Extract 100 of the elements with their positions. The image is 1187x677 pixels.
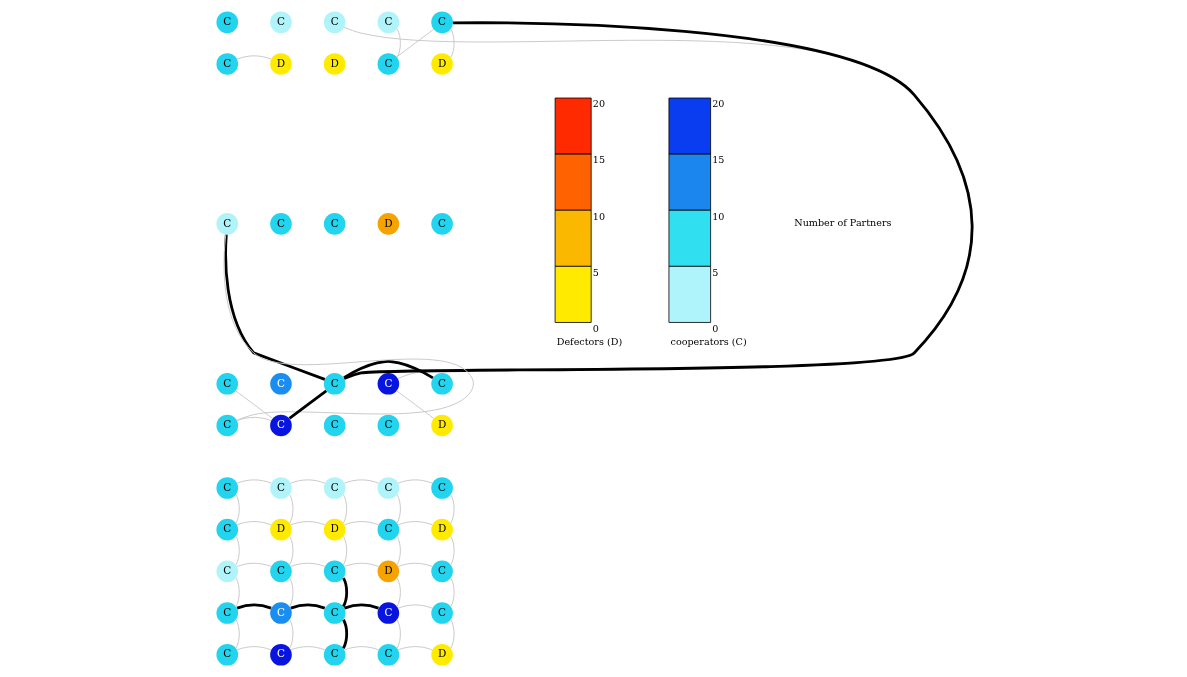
node-circle: C bbox=[430, 11, 453, 34]
connector bbox=[289, 521, 325, 526]
connector bbox=[342, 494, 347, 524]
node-circle: C bbox=[377, 414, 399, 437]
node-circle: C bbox=[377, 53, 399, 75]
node-circle: C bbox=[215, 372, 238, 395]
node-circle: C bbox=[430, 213, 453, 235]
label: Number of Partners bbox=[793, 217, 891, 229]
node-circle: C bbox=[377, 643, 399, 666]
connector bbox=[236, 416, 271, 422]
connector bbox=[234, 619, 240, 649]
label: 10 bbox=[711, 210, 724, 222]
node-circle: C bbox=[269, 372, 292, 395]
connector bbox=[236, 55, 271, 60]
connector bbox=[397, 646, 433, 651]
label: Defectors (D) bbox=[556, 336, 622, 348]
connector bbox=[397, 521, 433, 526]
node-circle: C bbox=[269, 643, 292, 666]
node-circle: C bbox=[215, 518, 238, 541]
node-circle: C bbox=[430, 560, 453, 583]
node-circle: C bbox=[377, 518, 399, 541]
connector bbox=[342, 359, 434, 380]
connector bbox=[449, 619, 455, 649]
connector bbox=[449, 28, 455, 58]
node-circle: C bbox=[215, 560, 238, 583]
connector bbox=[288, 389, 327, 420]
connector bbox=[288, 619, 293, 649]
connector bbox=[396, 535, 401, 566]
connector bbox=[341, 577, 348, 608]
node-circle: C bbox=[269, 414, 292, 437]
connector bbox=[343, 646, 379, 651]
node-circle: C bbox=[323, 643, 345, 666]
connector bbox=[395, 28, 434, 58]
node-circle: C bbox=[323, 477, 345, 499]
node-circle: C bbox=[215, 53, 238, 75]
node-circle: D bbox=[269, 53, 292, 75]
label: 5 bbox=[711, 266, 718, 278]
connector bbox=[343, 521, 379, 526]
connector bbox=[396, 619, 401, 649]
connector bbox=[343, 562, 379, 567]
node-circle: D bbox=[430, 643, 453, 666]
connector bbox=[288, 494, 293, 524]
connector bbox=[289, 646, 325, 651]
node-circle: C bbox=[215, 11, 238, 34]
node-circle: C bbox=[323, 372, 345, 395]
node-circle: C bbox=[430, 477, 453, 499]
label: 15 bbox=[711, 154, 724, 166]
node-circle: C bbox=[323, 213, 345, 235]
connector bbox=[236, 479, 271, 484]
node-circle: D bbox=[377, 213, 399, 235]
label: 0 bbox=[592, 322, 599, 334]
connector bbox=[234, 577, 240, 608]
label: 20 bbox=[711, 98, 724, 110]
connector bbox=[396, 577, 401, 608]
node-circle: C bbox=[323, 602, 345, 624]
connector bbox=[236, 603, 271, 610]
connector bbox=[397, 479, 433, 484]
node-circle: C bbox=[323, 414, 345, 437]
node-circle: D bbox=[430, 414, 453, 437]
connector bbox=[289, 479, 325, 484]
connector bbox=[449, 577, 455, 608]
connector bbox=[396, 494, 401, 524]
connector bbox=[395, 390, 434, 419]
connector bbox=[288, 577, 293, 608]
node-circle: C bbox=[215, 643, 238, 666]
label: cooperators (C) bbox=[670, 336, 747, 348]
connector bbox=[236, 646, 271, 651]
connector bbox=[236, 562, 271, 567]
node-circle: C bbox=[269, 560, 292, 583]
node-circle: D bbox=[269, 518, 292, 541]
node-circle: D bbox=[323, 53, 345, 75]
label: 20 bbox=[592, 98, 605, 110]
node-circle: C bbox=[215, 414, 238, 437]
node-circle: C bbox=[377, 477, 399, 499]
label: 5 bbox=[592, 266, 599, 278]
node-circle: C bbox=[215, 213, 238, 235]
node-circle: C bbox=[323, 560, 345, 583]
connector bbox=[223, 234, 474, 421]
node-circle: C bbox=[269, 213, 292, 235]
connector bbox=[397, 604, 433, 609]
connector bbox=[288, 535, 293, 566]
connector bbox=[289, 603, 325, 610]
connector bbox=[289, 562, 325, 567]
connector bbox=[397, 562, 433, 567]
connector bbox=[343, 603, 379, 610]
connector bbox=[449, 535, 455, 566]
connector bbox=[342, 535, 347, 566]
connector bbox=[449, 494, 455, 524]
connector bbox=[234, 390, 273, 419]
node-circle: D bbox=[430, 518, 453, 541]
connector bbox=[236, 521, 271, 526]
label: 0 bbox=[711, 322, 718, 334]
node-circle: C bbox=[430, 602, 453, 624]
connector bbox=[396, 28, 401, 58]
node-circle: D bbox=[323, 518, 345, 541]
node-circle: C bbox=[377, 11, 399, 34]
connector bbox=[234, 494, 240, 524]
connector bbox=[341, 619, 348, 649]
node-circle: C bbox=[430, 372, 453, 395]
node-circle: C bbox=[269, 477, 292, 499]
